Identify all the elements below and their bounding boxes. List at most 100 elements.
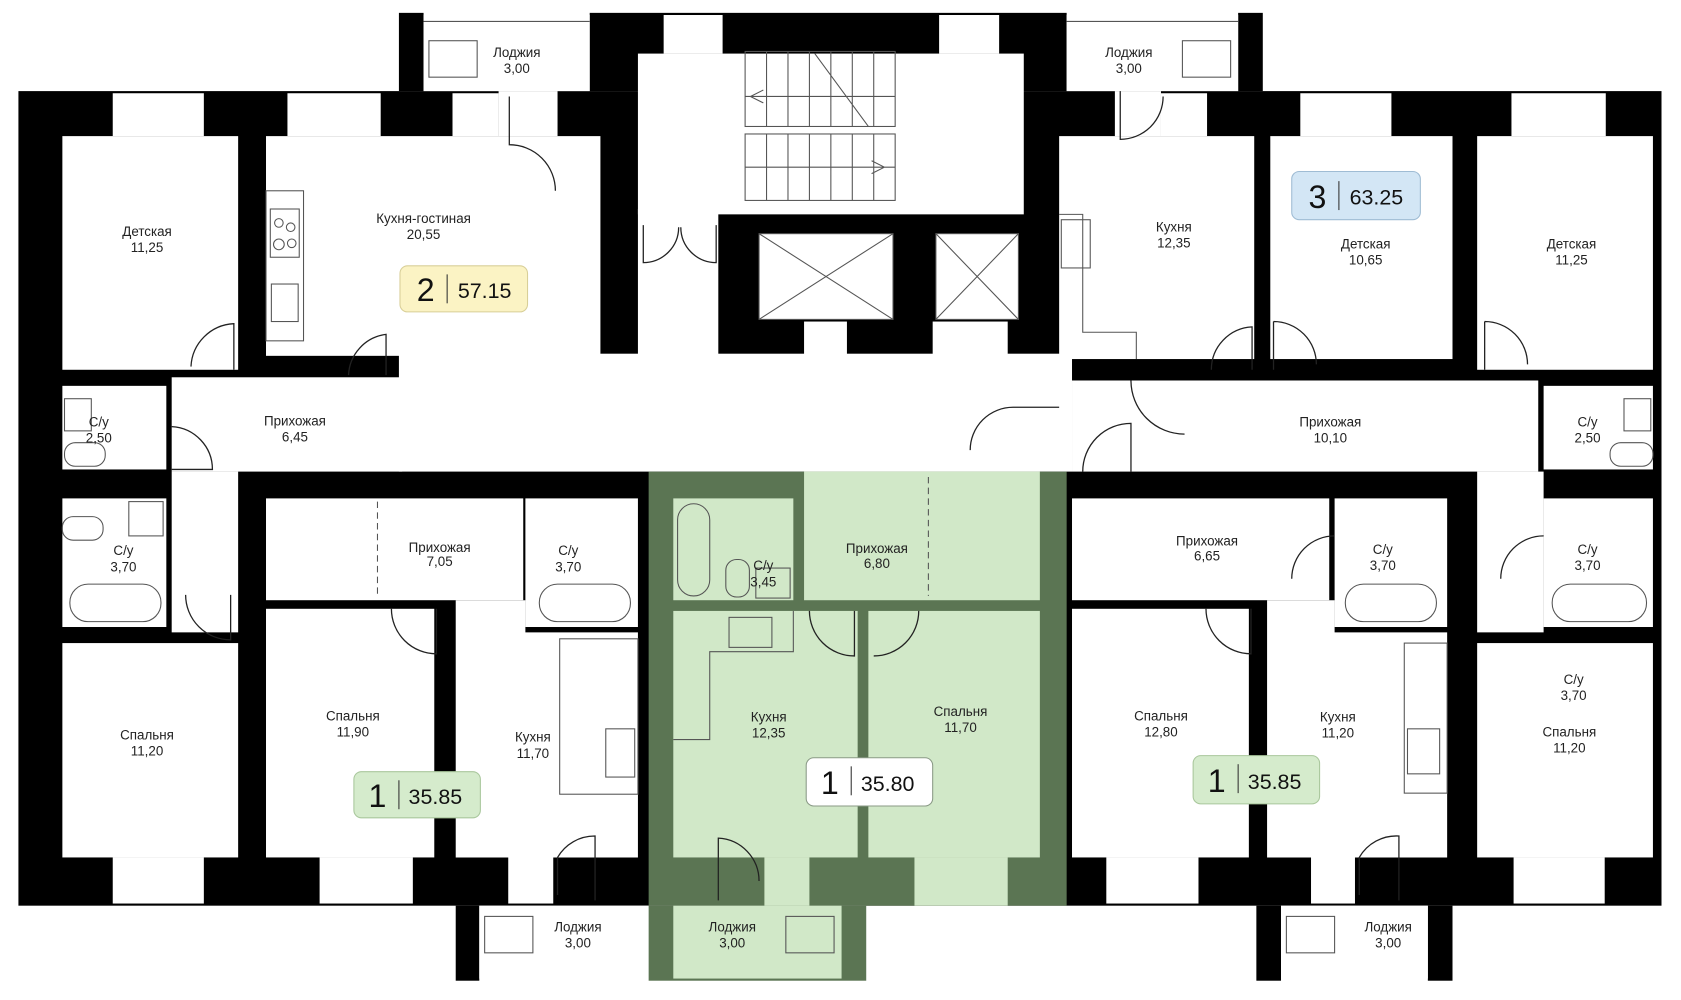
svg-text:1: 1	[369, 778, 387, 814]
apartment-badge[interactable]: 1 35.85	[1192, 755, 1321, 805]
room-hallway	[266, 498, 524, 601]
room-hallway	[804, 471, 1040, 601]
room-bathroom	[1334, 498, 1448, 628]
common-corridor	[398, 353, 1073, 472]
stove-icon	[1406, 728, 1441, 775]
kitchen-counter	[1403, 642, 1448, 794]
apartment-1-selected[interactable]	[648, 471, 1067, 981]
svg-text:63.25: 63.25	[1350, 186, 1404, 210]
svg-text:57.15: 57.15	[458, 279, 512, 303]
svg-text:35.85: 35.85	[409, 785, 463, 809]
stove-icon	[728, 616, 773, 648]
room-kitchen	[455, 600, 638, 858]
room-childrens	[1477, 136, 1653, 370]
sink-icon	[270, 283, 299, 323]
room-bedroom	[62, 643, 239, 858]
room-bathroom	[673, 498, 794, 601]
apartment-badge[interactable]: 1 35.85	[353, 771, 481, 819]
stove-icon	[269, 208, 300, 258]
room-bathroom	[62, 498, 167, 628]
room-hallway	[1072, 498, 1330, 601]
room-bathroom	[1543, 498, 1653, 628]
apartment-2[interactable]	[62, 15, 601, 472]
ac-unit	[1181, 40, 1232, 78]
apartment-badge[interactable]: 2 57.15	[399, 265, 529, 313]
bathtub-icon	[1344, 583, 1437, 623]
room-hallway	[1072, 380, 1539, 472]
ac-unit	[428, 40, 478, 78]
apartment-badge[interactable]: 3 63.25	[1291, 170, 1421, 221]
common-area	[398, 50, 1073, 472]
room-bathroom	[1543, 385, 1653, 470]
svg-text:3: 3	[1309, 179, 1327, 215]
ac-unit	[1285, 915, 1336, 954]
room-bathroom	[62, 385, 167, 470]
loggia	[1066, 15, 1239, 92]
kitchen-counter	[265, 190, 305, 342]
stove-icon	[605, 728, 636, 778]
apartment-1-left[interactable]	[61, 471, 649, 979]
apartment-1-right[interactable]	[1072, 471, 1653, 979]
bathtub-icon	[1551, 583, 1648, 623]
apartment-badge-selected[interactable]: 1 35.80	[805, 757, 934, 807]
room-childrens	[62, 136, 239, 370]
room-bedroom	[1477, 643, 1653, 858]
svg-text:2: 2	[417, 272, 435, 308]
stove-icon	[1060, 219, 1091, 269]
apartment-3[interactable]	[969, 15, 1654, 472]
bathtub-icon	[69, 583, 162, 623]
ac-unit	[785, 915, 835, 954]
svg-text:1: 1	[821, 765, 839, 801]
elevator-shaft	[935, 233, 1019, 320]
loggia	[479, 905, 649, 979]
room-kitchen	[1059, 136, 1255, 360]
loggia	[673, 905, 842, 979]
room-bedroom	[868, 610, 1040, 858]
ac-unit	[484, 915, 534, 954]
stair-door	[642, 225, 717, 264]
loggia	[423, 15, 590, 92]
room-bedroom	[1072, 608, 1249, 858]
windows	[112, 15, 1606, 904]
room-bathroom	[525, 498, 638, 628]
stairs	[744, 50, 896, 201]
elevator-shaft	[758, 233, 894, 320]
svg-text:1: 1	[1208, 763, 1226, 799]
loggia	[1281, 905, 1428, 979]
bathtub-icon	[677, 503, 711, 597]
bathtub-icon	[538, 583, 631, 623]
